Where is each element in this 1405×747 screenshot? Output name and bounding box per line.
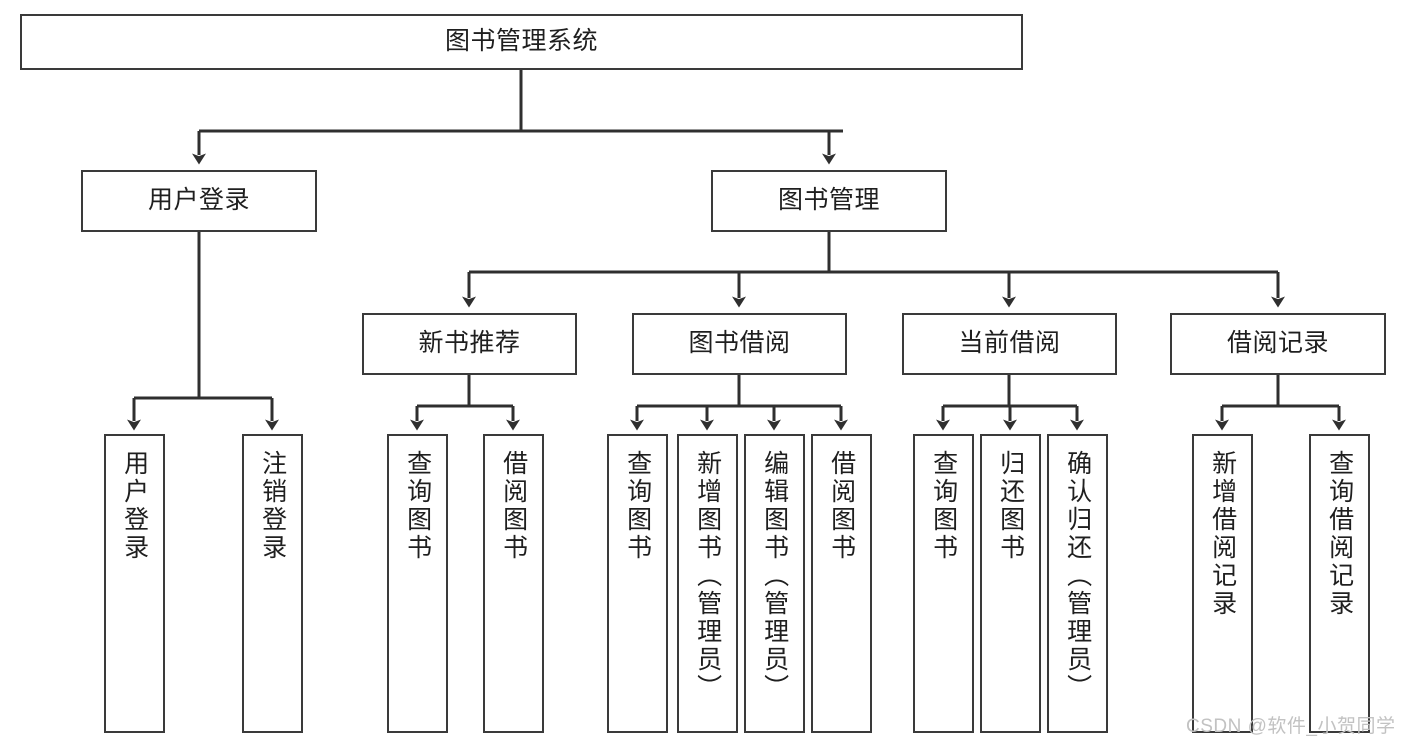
- leaf-borrow-book-newbook[interactable]: 借阅图书: [483, 434, 544, 733]
- node-user-login[interactable]: 用户登录: [81, 170, 317, 232]
- node-label: 图书借阅: [688, 329, 791, 358]
- leaf-borrow-book-borrow[interactable]: 借阅图书: [811, 434, 872, 733]
- node-new-book-recommend[interactable]: 新书推荐: [362, 313, 577, 375]
- node-label: 查询借阅记录: [1325, 450, 1354, 618]
- leaf-query-book-newbook[interactable]: 查询图书: [387, 434, 448, 733]
- node-label: 借阅记录: [1226, 329, 1329, 358]
- node-label: 借阅图书: [499, 450, 528, 562]
- node-label: 用户登录: [120, 450, 149, 562]
- leaf-confirm-return-admin[interactable]: 确认归还（管理员）: [1047, 434, 1108, 733]
- leaf-return-book[interactable]: 归还图书: [980, 434, 1041, 733]
- node-label: 借阅图书: [827, 450, 856, 562]
- node-label: 当前借阅: [958, 329, 1061, 358]
- node-label: 查询图书: [623, 450, 652, 562]
- node-label: 注销登录: [258, 450, 287, 562]
- leaf-edit-book-admin[interactable]: 编辑图书（管理员）: [744, 434, 805, 733]
- node-current-borrow[interactable]: 当前借阅: [902, 313, 1117, 375]
- node-root-book-management-system[interactable]: 图书管理系统: [20, 14, 1023, 70]
- leaf-add-borrow-record[interactable]: 新增借阅记录: [1192, 434, 1253, 733]
- leaf-query-book-current[interactable]: 查询图书: [913, 434, 974, 733]
- leaf-add-book-admin[interactable]: 新增图书（管理员）: [677, 434, 738, 733]
- node-label: 图书管理: [777, 186, 880, 215]
- node-label: 归还图书: [996, 450, 1025, 562]
- node-label: 新增图书（管理员）: [693, 450, 722, 702]
- node-label: 查询图书: [403, 450, 432, 562]
- leaf-user-login[interactable]: 用户登录: [104, 434, 165, 733]
- leaf-logout[interactable]: 注销登录: [242, 434, 303, 733]
- csdn-watermark: CSDN @软件_小贺同学: [1186, 716, 1396, 737]
- node-label: 查询图书: [929, 450, 958, 562]
- leaf-query-book-borrow[interactable]: 查询图书: [607, 434, 668, 733]
- node-book-borrow[interactable]: 图书借阅: [632, 313, 847, 375]
- node-label: 确认归还（管理员）: [1063, 450, 1092, 702]
- node-book-management[interactable]: 图书管理: [711, 170, 947, 232]
- leaf-query-borrow-record[interactable]: 查询借阅记录: [1309, 434, 1370, 733]
- node-label: 编辑图书（管理员）: [760, 450, 789, 702]
- node-label: 图书管理系统: [444, 27, 598, 56]
- node-label: 新增借阅记录: [1208, 450, 1237, 618]
- node-label: 新书推荐: [418, 329, 521, 358]
- node-label: 用户登录: [147, 186, 250, 215]
- node-borrow-record[interactable]: 借阅记录: [1170, 313, 1386, 375]
